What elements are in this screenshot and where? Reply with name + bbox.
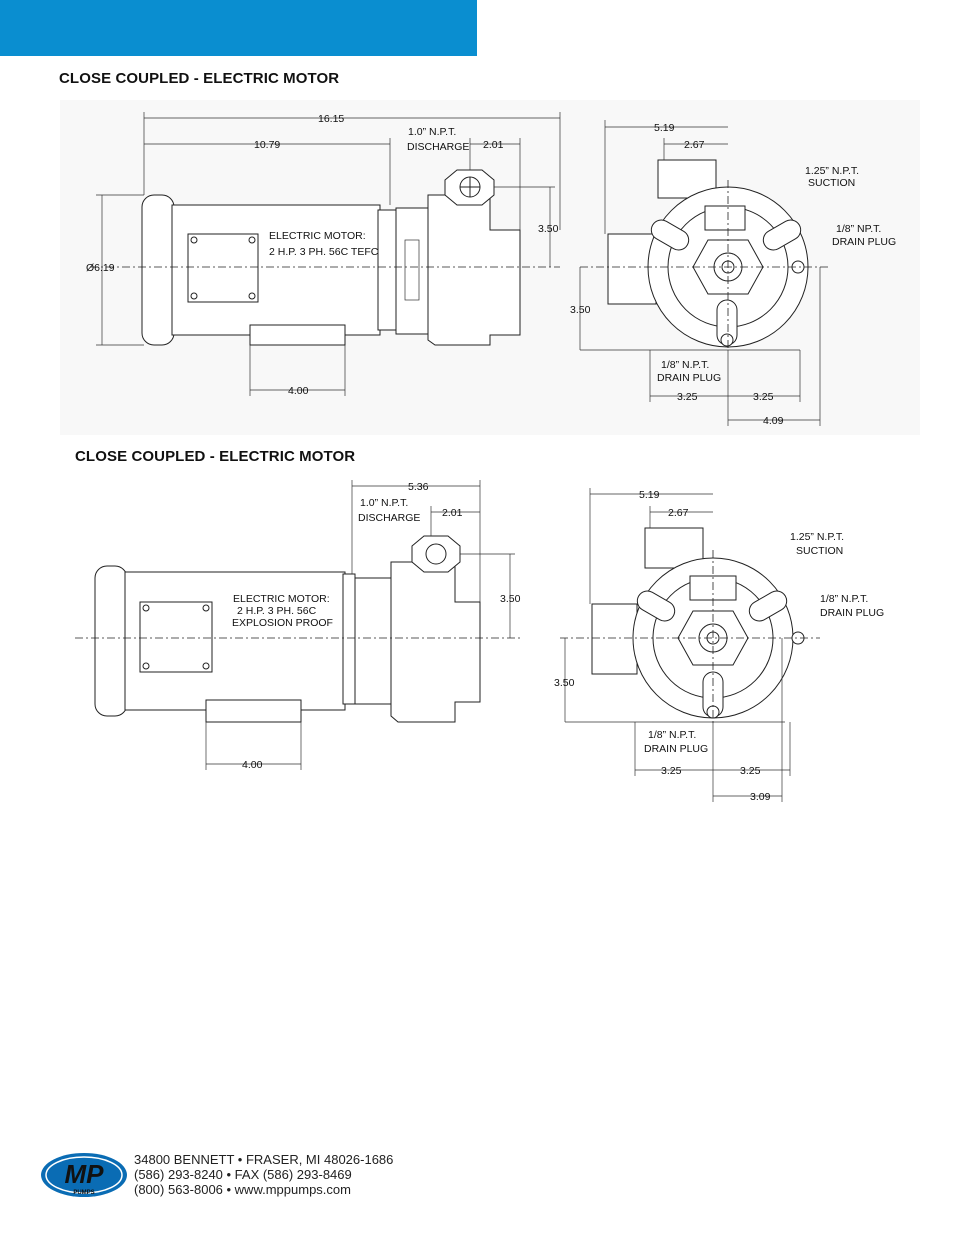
motor2-label-line1: ELECTRIC MOTOR: xyxy=(233,593,330,605)
dim2-discharge-offset: 2.01 xyxy=(442,507,463,519)
dim-drain-offset: 4.09 xyxy=(763,415,784,427)
dim-end-height: 3.50 xyxy=(570,304,591,316)
drain-side-label-line2: DRAIN PLUG xyxy=(832,236,896,248)
dim-motor: 10.79 xyxy=(254,139,280,151)
drain-side-label-line1: 1/8” NP.T. xyxy=(836,223,881,235)
dim2-end-width: 5.19 xyxy=(639,489,660,501)
motor-body xyxy=(171,204,381,336)
dim2-inlet: 2.67 xyxy=(668,507,689,519)
dim-overall: 16.15 xyxy=(318,113,344,125)
adapter xyxy=(395,207,429,335)
dim-discharge-offset: 2.01 xyxy=(483,139,504,151)
motor-flange xyxy=(377,209,397,331)
discharge-label-line2: DISCHARGE xyxy=(407,141,469,153)
conduit-box xyxy=(187,233,259,303)
drawing-tefc: ELECTRIC MOTOR: 2 H.P. 3 PH. 56C TEFC 16… xyxy=(60,100,920,435)
drain2-bottom-label-line2: DRAIN PLUG xyxy=(644,743,708,755)
end-view-2: 1.25” N.P.T. SUCTION 1/8” N.P.T. DRAIN P… xyxy=(554,488,884,803)
nameplate xyxy=(704,205,746,231)
logo-text: MP xyxy=(65,1159,105,1189)
suction2-label-line2: SUCTION xyxy=(796,545,843,557)
motor-foot xyxy=(249,324,346,346)
dim2-pump: 5.36 xyxy=(408,481,429,493)
discharge2-label-line2: DISCHARGE xyxy=(358,512,420,524)
dim-right-base: 3.25 xyxy=(753,391,774,403)
dim2-left-base: 3.25 xyxy=(661,765,682,777)
dim2-foot: 4.00 xyxy=(242,759,263,771)
motor-label-line2: 2 H.P. 3 PH. 56C TEFC xyxy=(269,246,379,258)
side-view-2: ELECTRIC MOTOR: 2 H.P. 3 PH. 56C EXPLOSI… xyxy=(75,480,521,771)
dim2-right-base: 3.25 xyxy=(740,765,761,777)
pump-casing xyxy=(427,194,521,346)
header-color-bar xyxy=(0,0,477,56)
dim-diameter: Ø6.19 xyxy=(86,262,115,274)
motor-label-line1: ELECTRIC MOTOR: xyxy=(269,230,366,242)
drain-bottom-label-line2: DRAIN PLUG xyxy=(657,372,721,384)
end-view-1: 1.25” N.P.T. SUCTION 1/8” NP.T. DRAIN PL… xyxy=(570,120,896,427)
suction-label-line2: SUCTION xyxy=(808,177,855,189)
section-title-1: CLOSE COUPLED - ELECTRIC MOTOR xyxy=(59,70,340,87)
dim2-drain-offset: 3.09 xyxy=(750,791,771,803)
side-view-1: ELECTRIC MOTOR: 2 H.P. 3 PH. 56C TEFC 16… xyxy=(86,112,561,397)
suction-label-line1: 1.25” N.P.T. xyxy=(805,165,859,177)
dim-inlet: 2.67 xyxy=(684,139,705,151)
dim-height: 3.50 xyxy=(538,223,559,235)
drawing-explosion-proof-svg: ELECTRIC MOTOR: 2 H.P. 3 PH. 56C EXPLOSI… xyxy=(75,480,884,803)
drain-bottom-label-line1: 1/8” N.P.T. xyxy=(661,359,709,371)
motor-end-cap xyxy=(141,194,175,346)
motor2-label-line3: EXPLOSION PROOF xyxy=(232,617,333,629)
dim2-end-height: 3.50 xyxy=(554,677,575,689)
footer-web: (800) 563-8006 • www.mppumps.com xyxy=(134,1182,351,1197)
dim-left-base: 3.25 xyxy=(677,391,698,403)
drain2-side-label-line2: DRAIN PLUG xyxy=(820,607,884,619)
footer-phone: (586) 293-8240 • FAX (586) 293-8469 xyxy=(134,1167,352,1182)
drain2-bottom-label-line1: 1/8” N.P.T. xyxy=(648,729,696,741)
drawing-explosion-proof: ELECTRIC MOTOR: 2 H.P. 3 PH. 56C EXPLOSI… xyxy=(60,474,920,809)
footer-address: 34800 BENNETT • FRASER, MI 48026-1686 xyxy=(134,1152,394,1167)
mp-pumps-logo: MP PUMPS xyxy=(40,1150,130,1200)
contact-info: 34800 BENNETT • FRASER, MI 48026-1686 (5… xyxy=(134,1152,393,1197)
discharge2-label-line1: 1.0” N.P.T. xyxy=(360,497,408,509)
dim-end-width: 5.19 xyxy=(654,122,675,134)
dim2-height: 3.50 xyxy=(500,593,521,605)
section-title-2: CLOSE COUPLED - ELECTRIC MOTOR xyxy=(75,448,356,465)
drain-bottom xyxy=(720,333,734,347)
dim-foot: 4.00 xyxy=(288,385,309,397)
motor2-label-line2: 2 H.P. 3 PH. 56C xyxy=(237,605,317,617)
drawing-tefc-svg: ELECTRIC MOTOR: 2 H.P. 3 PH. 56C TEFC 16… xyxy=(86,112,896,427)
logo-subtext: PUMPS xyxy=(73,1190,94,1196)
discharge-label-line1: 1.0” N.P.T. xyxy=(408,126,456,138)
suction2-label-line1: 1.25” N.P.T. xyxy=(790,531,844,543)
drain2-side-label-line1: 1/8” N.P.T. xyxy=(820,593,868,605)
